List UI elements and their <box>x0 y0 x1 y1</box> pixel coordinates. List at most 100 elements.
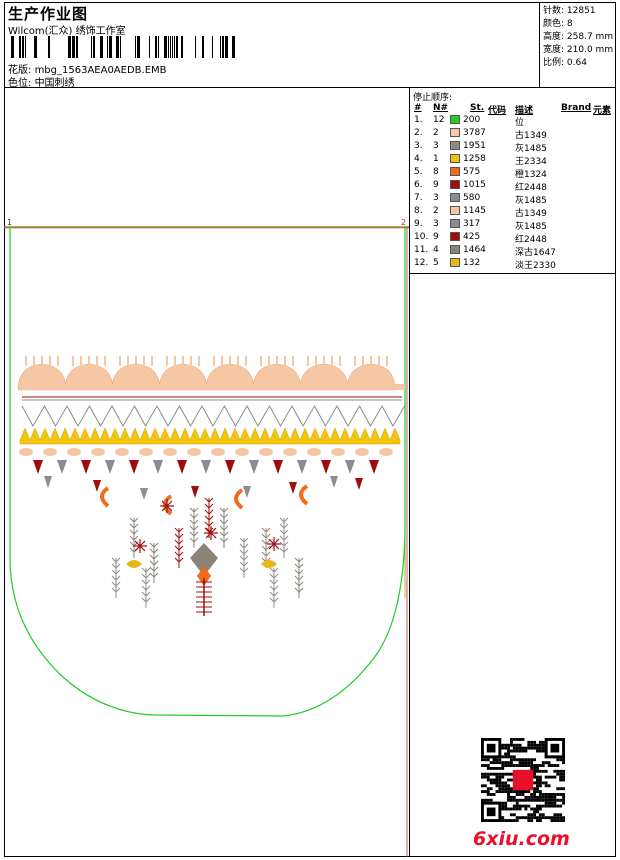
stalk-leaf <box>269 585 275 591</box>
qr-module <box>507 798 510 802</box>
red-burst <box>273 543 280 550</box>
qr-module <box>562 761 565 765</box>
legend-color-swatch <box>450 258 460 267</box>
stalk-leaf <box>294 575 300 581</box>
qr-module <box>507 761 510 765</box>
stalk-leaf <box>223 519 229 525</box>
qr-module <box>486 766 490 770</box>
qr-module <box>533 743 537 747</box>
stalk-leaf <box>129 529 135 535</box>
qr-module <box>541 746 545 750</box>
stalk-leaf <box>153 566 159 572</box>
qr-module <box>527 804 531 808</box>
qr-module <box>495 758 499 762</box>
stalk-leaf <box>261 533 267 539</box>
qr-module <box>518 816 522 820</box>
qr-module <box>541 813 545 817</box>
qr-finder-core <box>486 743 496 753</box>
hanging-drop <box>273 460 283 474</box>
legend-stitches: 575 <box>463 167 481 177</box>
qr-module <box>550 764 554 767</box>
zigzag-hatch <box>66 405 79 427</box>
stalk-leaf <box>243 567 249 573</box>
stalk-leaf <box>279 517 285 523</box>
qr-module <box>562 758 565 762</box>
peach-drop <box>91 448 105 456</box>
zigzag-hatch <box>359 405 371 427</box>
qr-module <box>530 761 534 765</box>
stalk-leaf <box>279 523 285 529</box>
qr-module <box>550 775 554 779</box>
qr-module <box>504 784 508 788</box>
red-burst <box>134 545 141 552</box>
qr-module <box>536 769 539 773</box>
color-position-line: 色位: 中国刺绣 <box>8 74 75 89</box>
qr-module <box>533 766 537 770</box>
qr-module <box>504 819 508 822</box>
stalk-leaf <box>115 581 121 587</box>
stalk-leaf <box>174 551 180 557</box>
qr-module <box>533 793 537 796</box>
qr-module <box>501 772 505 776</box>
legend-stitches: 1464 <box>463 245 486 255</box>
stalk-leaf <box>208 515 214 521</box>
qr-module <box>509 819 513 822</box>
stat-width: 宽度: 210.0 mm <box>543 45 614 55</box>
stalk-leaf <box>153 554 159 560</box>
legend-index: 3. <box>414 141 423 151</box>
qr-module <box>509 790 513 794</box>
qr-module <box>495 766 499 770</box>
stalk-leaf <box>223 507 229 513</box>
position-label: 色位: <box>8 78 32 89</box>
qr-module <box>536 766 539 770</box>
qr-code <box>481 738 565 822</box>
file-label: 花版: <box>8 65 32 76</box>
red-burst <box>161 500 168 507</box>
legend-divider <box>409 87 410 857</box>
qr-module <box>538 807 542 811</box>
peach-drop <box>43 448 57 456</box>
qr-module <box>501 801 505 805</box>
zigzag-hatch <box>381 405 394 427</box>
legend-desc: 红2448 <box>515 183 547 193</box>
qr-module <box>495 761 499 765</box>
qr-module <box>556 787 560 791</box>
red-burst <box>205 527 212 534</box>
qr-module <box>507 787 510 791</box>
col-header-brand: Brand <box>561 103 592 113</box>
position-value: 中国刺绣 <box>34 78 75 89</box>
stalk-leaf <box>111 581 117 587</box>
qr-module <box>512 755 516 759</box>
qr-module <box>527 740 531 744</box>
qr-module <box>507 772 510 776</box>
hanging-drop <box>201 460 211 474</box>
stalk-leaf <box>269 591 275 597</box>
stalk-leaf <box>239 567 245 573</box>
lower-drop <box>140 488 148 500</box>
qr-module <box>501 816 505 820</box>
legend-desc: 位 <box>515 118 525 128</box>
qr-module <box>530 764 534 767</box>
zigzag-hatch <box>269 405 281 427</box>
legend-needle: 12 <box>433 115 445 125</box>
stalk-leaf <box>273 579 279 585</box>
col-header-num: # <box>414 103 422 113</box>
qr-module <box>547 775 551 779</box>
marker-2: 2 <box>401 218 406 227</box>
qr-module <box>530 816 534 820</box>
stalk-leaf <box>279 541 285 547</box>
stalk-leaf <box>189 525 195 531</box>
qr-module <box>530 807 534 811</box>
qr-module <box>512 813 516 817</box>
qr-module <box>495 784 499 788</box>
hanging-drop <box>81 460 91 474</box>
red-burst <box>268 538 275 545</box>
legend-stitches: 132 <box>463 258 481 268</box>
qr-module <box>550 801 554 805</box>
stalk-leaf <box>174 545 180 551</box>
qr-module <box>509 772 513 776</box>
stalk-leaf <box>283 529 289 535</box>
qr-module <box>562 775 565 779</box>
legend-color-swatch <box>450 206 460 215</box>
stalk-leaf <box>141 573 147 579</box>
